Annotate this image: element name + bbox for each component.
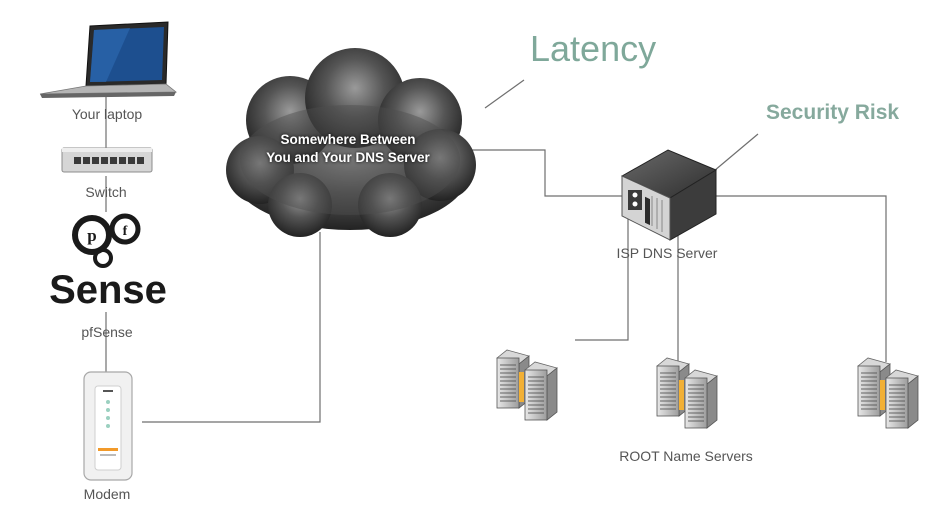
isp-dns-label: ISP DNS Server xyxy=(616,245,718,261)
security-risk-label: Security Risk xyxy=(766,101,900,124)
switch-label: Switch xyxy=(85,184,127,200)
server-icon xyxy=(497,350,918,428)
server-rack-icon xyxy=(620,149,718,241)
pfsense-logo-letter-f: f xyxy=(123,224,128,239)
latency-title: Latency xyxy=(530,28,657,69)
root-servers-label: ROOT Name Servers xyxy=(619,448,753,464)
cloud-label-line1: Somewhere Between xyxy=(280,132,416,147)
pfsense-logo-wordmark: Sense xyxy=(49,268,167,312)
connection-lines xyxy=(105,79,887,423)
pfsense-logo-icon: p f Sense xyxy=(49,213,167,312)
cloud-label: Somewhere Between You and Your DNS Serve… xyxy=(248,131,448,167)
cloud-label-line2: You and Your DNS Server xyxy=(266,150,430,165)
pfsense-logo-letter-p: p xyxy=(87,226,96,245)
pfsense-label: pfSense xyxy=(81,324,133,340)
cloud-icon xyxy=(226,48,476,237)
modem-icon xyxy=(83,371,133,481)
laptop-icon xyxy=(39,21,178,98)
laptop-label: Your laptop xyxy=(71,106,143,122)
modem-label: Modem xyxy=(83,486,131,502)
switch-icon xyxy=(61,147,153,173)
